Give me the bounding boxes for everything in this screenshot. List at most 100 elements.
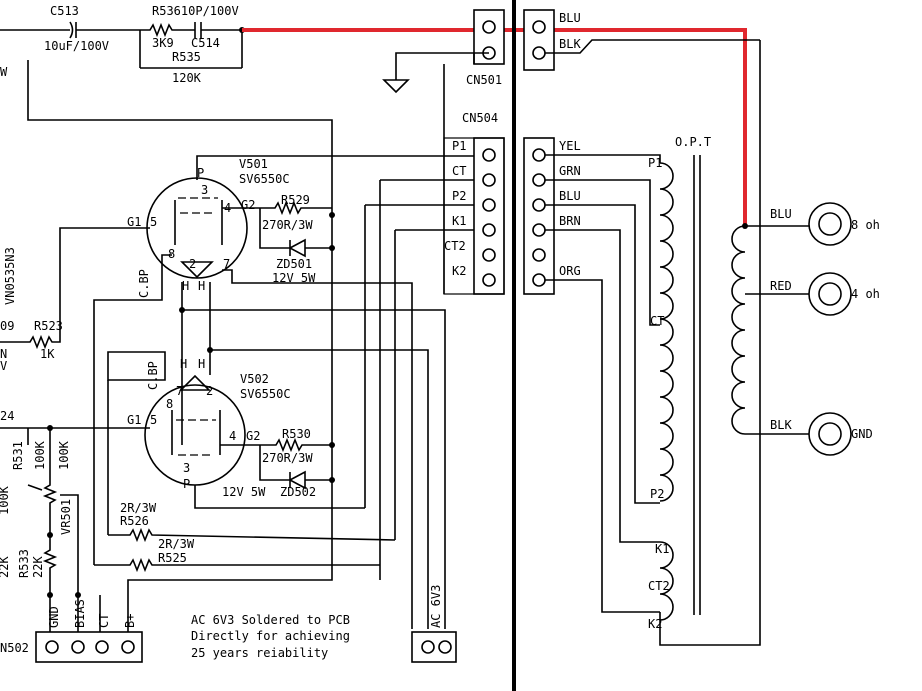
v501-cbp: C.BP	[137, 269, 151, 298]
opt-k2-label: K2	[648, 617, 662, 631]
r3k9-label: 3K9	[152, 36, 174, 50]
opt-k1-label: K1	[655, 542, 669, 556]
opt-pin-blu: BLU	[559, 189, 581, 203]
v502-h2: H	[198, 357, 205, 371]
r530-value: 270R/3W	[262, 451, 313, 465]
v501-pin7: 7	[223, 257, 230, 271]
r535-value: 120K	[172, 71, 202, 85]
cn504-pin-p2: P2	[452, 189, 466, 203]
left-w-label: W	[0, 65, 8, 79]
r533-label: R533	[17, 549, 31, 578]
output-8ohm-label: 8 oh	[851, 218, 880, 232]
cn502-pin-ct: CT	[97, 614, 111, 628]
v501-h1: H	[182, 279, 189, 293]
cn502-pin-bplus: B+	[123, 614, 137, 628]
output-gnd-wire: BLK	[770, 418, 792, 432]
zd501-label: ZD501	[276, 257, 312, 271]
left-22k-label: 22K	[0, 556, 11, 578]
v502-cbp: C.BP	[146, 361, 160, 390]
r535-label: R535	[172, 50, 201, 64]
v502-zd-value: 12V 5W	[222, 485, 266, 499]
output-4ohm[interactable]: RED 4 oh	[770, 272, 880, 316]
cn501-pin-blk: BLK	[559, 37, 581, 51]
r530-label: R530	[282, 427, 311, 441]
v501-g2: G2	[241, 198, 255, 212]
vr501-label: VR501	[59, 499, 73, 535]
output-8ohm-wire: BLU	[770, 207, 792, 221]
opt-p1-label: P1	[648, 156, 662, 170]
cn502-pin-bias: BIAS	[73, 599, 87, 628]
output-8ohm[interactable]: BLU 8 oh	[770, 202, 880, 246]
v502-g2: G2	[246, 429, 260, 443]
left-n-label: N	[0, 347, 7, 361]
opt-connector: YEL GRN BLU BRN ORG	[523, 137, 581, 295]
v502-pin4: 4	[229, 429, 236, 443]
note-line-2: Directly for achieving	[191, 629, 350, 643]
v502-pin5: 5	[150, 413, 157, 427]
v501-type: SV6550C	[239, 172, 290, 186]
left-v-label: V	[0, 359, 7, 373]
v501-pin5: 5	[150, 215, 157, 229]
left-vn-label: VN0535N3	[3, 247, 17, 305]
v501-pin8: 8	[168, 247, 175, 261]
r523-label: R523	[34, 319, 63, 333]
output-gnd[interactable]: BLK GND	[770, 412, 873, 456]
left-bias-network: W VN0535N3 09 N V R523 1K 24 R531 100K 1…	[0, 65, 81, 632]
note-line-3: 25 years reiability	[191, 646, 328, 660]
v502-pin7: 7	[176, 384, 183, 398]
cn504-pin-p1: P1	[452, 139, 466, 153]
cn501-pin-blu: BLU	[559, 11, 581, 25]
cn504-pin-ct: CT	[452, 164, 466, 178]
v502-h1: H	[180, 357, 187, 371]
r533-value: 22K	[31, 556, 45, 578]
v501-p-label: P	[197, 166, 204, 180]
r531-label: R531	[11, 441, 25, 470]
tube-v502: V502 SV6550C H H 7 2 8 G1 5 4 G2 3 P C.B…	[107, 351, 291, 491]
v502-p-label: P	[183, 477, 190, 491]
vr501-value: 100K	[57, 440, 71, 470]
cn504-pin-k1: K1	[452, 214, 466, 228]
r523-value: 1K	[40, 347, 55, 361]
c514-label: C514	[191, 36, 220, 50]
v501-h2: H	[198, 279, 205, 293]
r536-c514-label: R53610P/100V	[152, 4, 239, 18]
v502-pin8: 8	[166, 397, 173, 411]
opt-ct2-label: CT2	[648, 579, 670, 593]
output-transformer: O.P.T P1 CT P2 K1 CT2 K2	[648, 135, 748, 631]
r529-label: R529	[281, 193, 310, 207]
cn502-pin-gnd: GND	[47, 606, 61, 628]
cn504-pin-ct2: CT2	[444, 239, 466, 253]
cn502-label: N502	[0, 641, 29, 655]
cn504-label: CN504	[462, 111, 498, 125]
cn504-connector: CN504 P1 CT P2 K1 CT2 K2	[443, 111, 505, 295]
opt-label: O.P.T	[675, 135, 711, 149]
opt-pin-yel: YEL	[559, 139, 581, 153]
cn501-connector: CN501	[382, 9, 505, 94]
highlighted-feedback-wire	[242, 28, 747, 226]
top-network: C513 10uF/100V R53610P/100V 3K9 C514 R53…	[0, 4, 245, 85]
v502-type: SV6550C	[240, 387, 291, 401]
opt-ct-label: CT	[650, 314, 664, 328]
c513-value: 10uF/100V	[44, 39, 109, 53]
v501-pin3: 3	[201, 183, 208, 197]
v501-name: V501	[239, 157, 268, 171]
r525-label: R525	[158, 551, 187, 565]
cn501-mate: BLU BLK	[523, 9, 760, 71]
r526-value: 2R/3W	[120, 501, 157, 515]
opt-pin-org: ORG	[559, 264, 581, 278]
zd502-label: ZD502	[280, 485, 316, 499]
note-line-1: AC 6V3 Soldered to PCB	[191, 613, 350, 627]
opt-pin-grn: GRN	[559, 164, 581, 178]
v501-pin2: 2	[189, 257, 196, 271]
r525-value: 2R/3W	[158, 537, 195, 551]
output-4ohm-label: 4 oh	[851, 287, 880, 301]
soldering-note: AC 6V3 Soldered to PCB Directly for achi…	[191, 613, 350, 660]
zd501-value: 12V 5W	[272, 271, 316, 285]
cn504-pin-k2: K2	[452, 264, 466, 278]
left-100k-label: 100K	[0, 485, 11, 515]
output-4ohm-wire: RED	[770, 279, 792, 293]
r531-value: 100K	[33, 440, 47, 470]
ac-6v3-connector: AC 6V3	[411, 585, 457, 663]
v502-name: V502	[240, 372, 269, 386]
